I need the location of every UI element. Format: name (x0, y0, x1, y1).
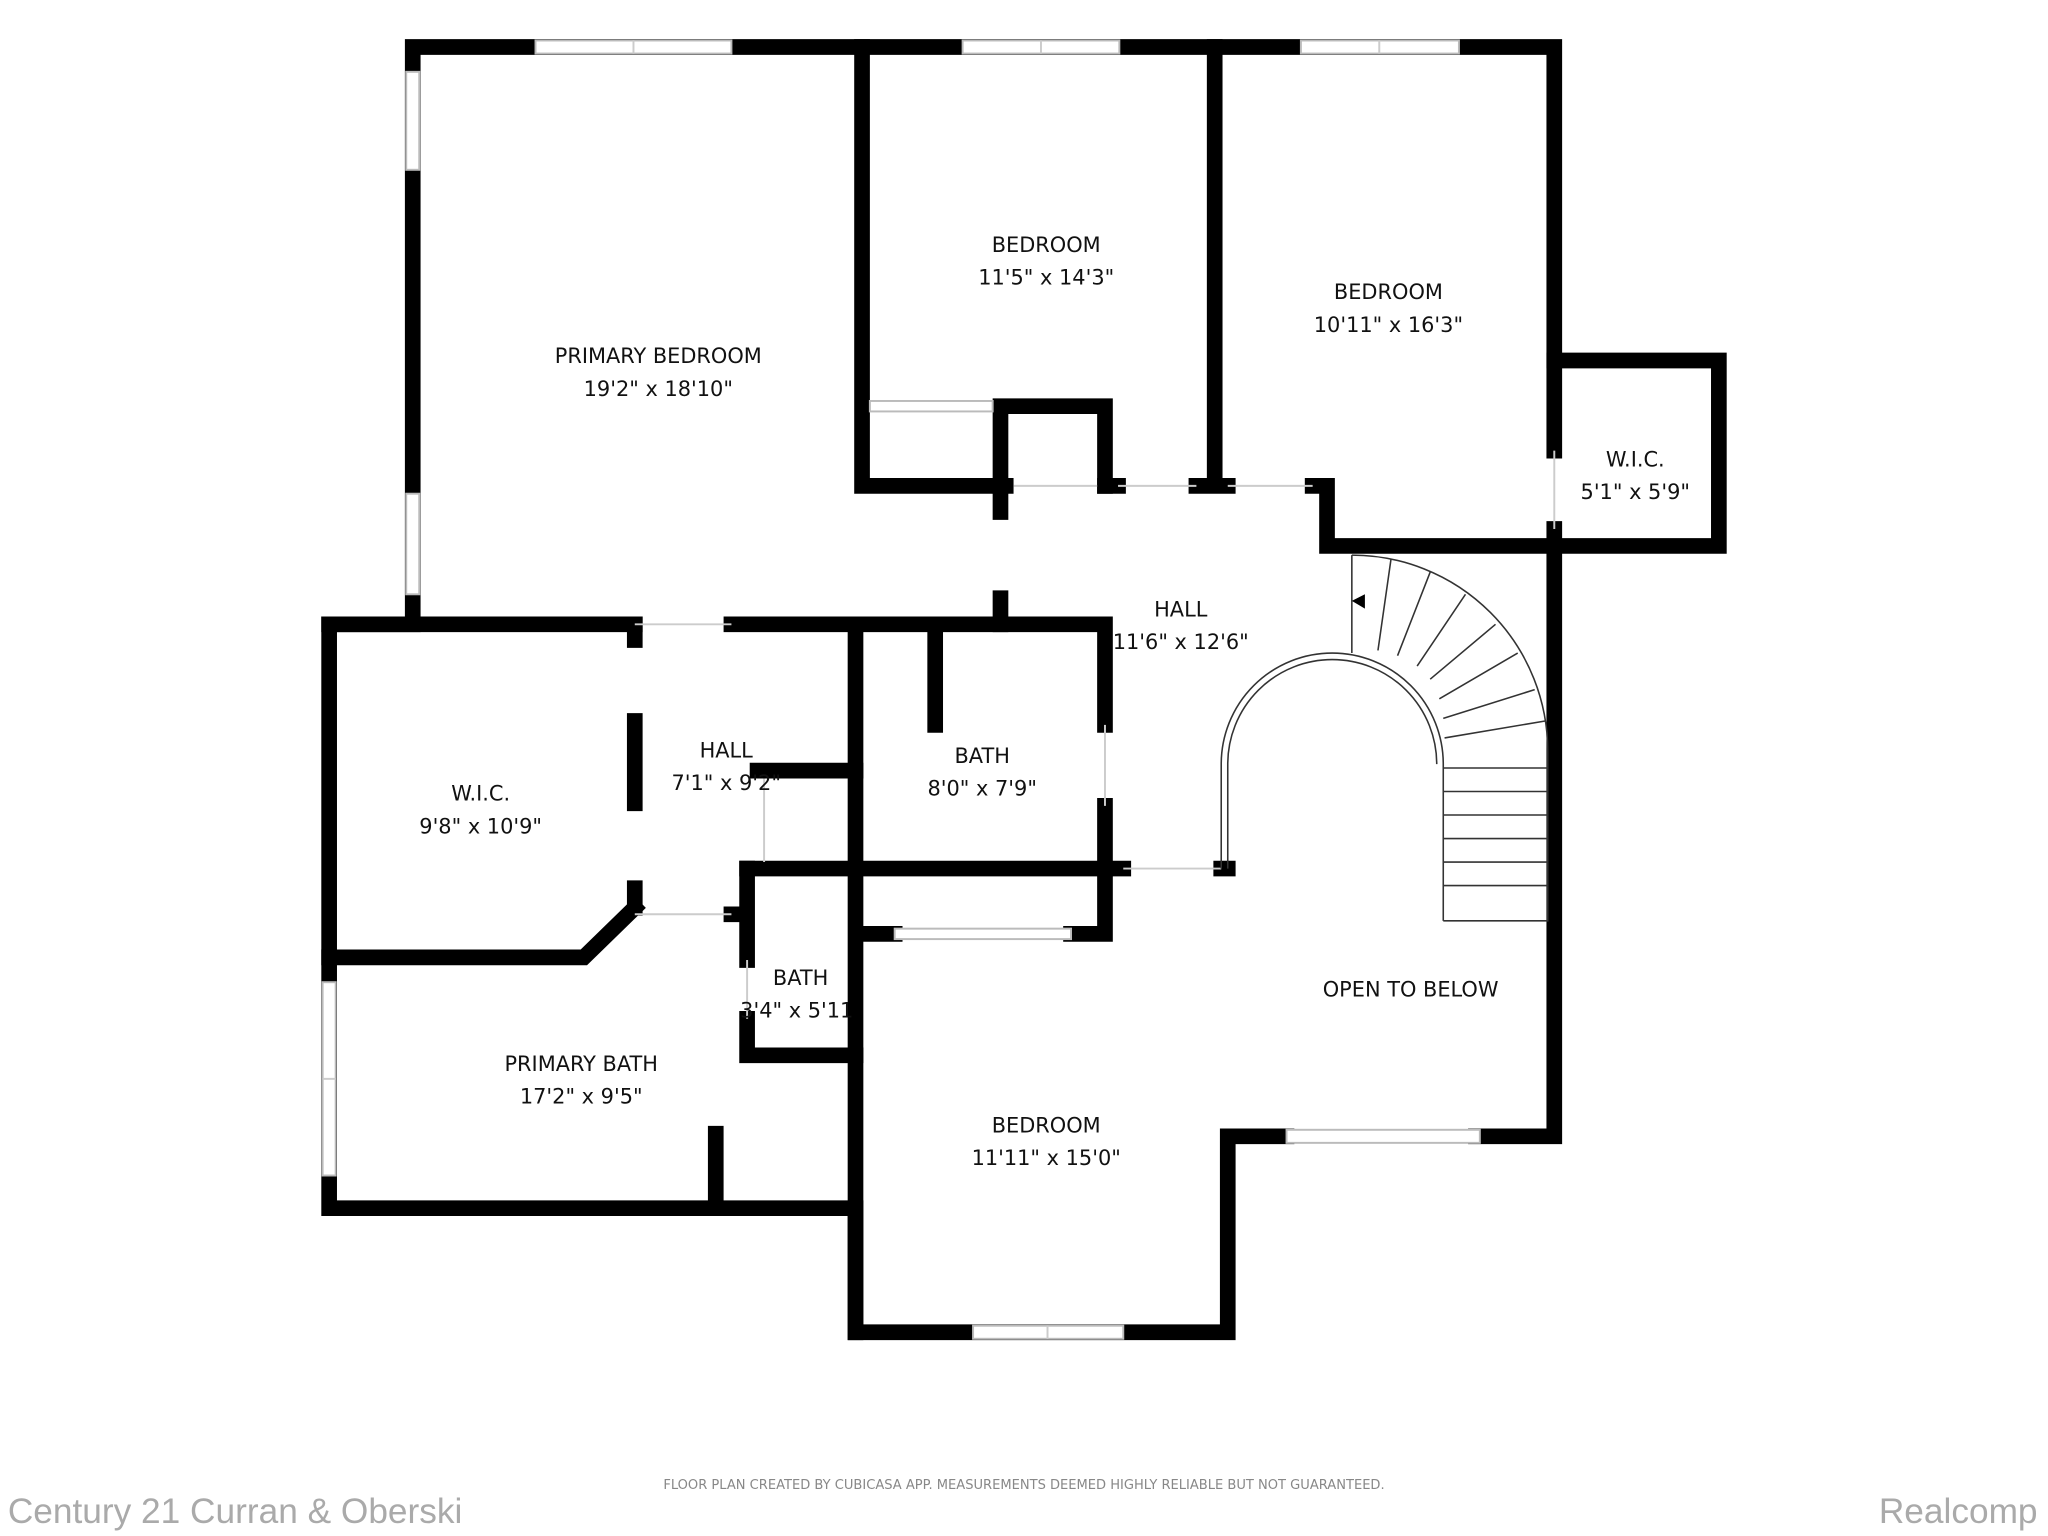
room-dimensions: 7'1" x 9'2" (671, 771, 780, 795)
room-name: BEDROOM (992, 1113, 1101, 1137)
room-dimensions: 8'0" x 7'9" (927, 776, 1036, 800)
agency-name: Century 21 Curran & Oberski (8, 1492, 463, 1531)
room-dimensions: 10'11" x 16'3" (1314, 313, 1463, 337)
room-hall-small: HALL 7'1" x 9'2" (671, 739, 780, 796)
room-primary-bedroom: PRIMARY BEDROOM 19'2" x 18'10" (555, 344, 762, 401)
room-name: BATH (954, 744, 1009, 768)
room-dimensions: 5'1" x 5'9" (1581, 480, 1690, 504)
room-bath-2: BATH 3'4" x 5'11 (740, 966, 853, 1023)
room-primary-bath: PRIMARY BATH 17'2" x 9'5" (504, 1052, 658, 1109)
room-bedroom-3: BEDROOM 11'11" x 15'0" (972, 1113, 1121, 1170)
area-open-to-below: OPEN TO BELOW (1323, 978, 1499, 1002)
room-dimensions: 3'4" x 5'11 (740, 998, 853, 1022)
room-bedroom-1: BEDROOM 11'5" x 14'3" (978, 233, 1114, 290)
room-wic-primary: W.I.C. 9'8" x 10'9" (419, 782, 542, 839)
room-hall-main: HALL 11'6" x 12'6" (1113, 597, 1249, 654)
disclaimer: FLOOR PLAN CREATED BY CUBICASA APP. MEAS… (663, 1478, 1384, 1493)
room-dimensions: 11'5" x 14'3" (978, 266, 1114, 290)
room-dimensions: 11'11" x 15'0" (972, 1146, 1121, 1170)
room-name: HALL (1154, 597, 1208, 621)
windows (321, 39, 1481, 1340)
room-dimensions: 11'6" x 12'6" (1113, 630, 1249, 654)
room-wic-small: W.I.C. 5'1" x 5'9" (1581, 447, 1690, 504)
room-bath-1: BATH 8'0" x 7'9" (927, 744, 1036, 801)
room-dimensions: 17'2" x 9'5" (520, 1085, 643, 1109)
walls (321, 39, 1727, 1341)
room-name: BATH (773, 966, 828, 990)
door-openings (634, 450, 1556, 1019)
room-name: W.I.C. (1606, 447, 1665, 471)
room-bedroom-2: BEDROOM 10'11" x 16'3" (1314, 280, 1463, 337)
staircase (1220, 554, 1549, 922)
room-name: HALL (700, 739, 754, 763)
room-name: PRIMARY BATH (504, 1052, 658, 1076)
room-name: OPEN TO BELOW (1323, 978, 1499, 1002)
room-name: BEDROOM (992, 233, 1101, 257)
room-name: PRIMARY BEDROOM (555, 344, 762, 368)
room-dimensions: 9'8" x 10'9" (419, 814, 542, 838)
room-name: W.I.C. (451, 782, 510, 806)
room-dimensions: 19'2" x 18'10" (584, 377, 733, 401)
realcomp-watermark: Realcomp (1879, 1492, 2038, 1531)
room-name: BEDROOM (1334, 280, 1443, 304)
